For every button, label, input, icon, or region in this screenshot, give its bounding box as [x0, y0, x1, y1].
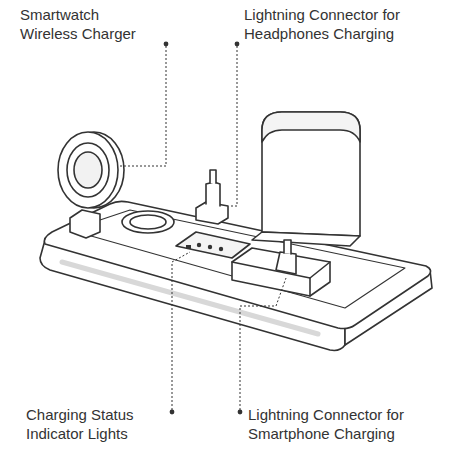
leader-dot	[170, 410, 175, 415]
leader-dots	[164, 42, 243, 415]
indicator-light	[197, 243, 201, 247]
watch-disc-center	[74, 152, 102, 188]
watch-recess	[122, 211, 174, 233]
leader-dot	[164, 42, 169, 47]
leader-dot	[235, 42, 240, 47]
indicator-light	[208, 245, 212, 249]
callout-label-box: Lightning Connector for Headphones Charg…	[244, 6, 466, 44]
callout-label-box: Charging Status Indicator Lights	[26, 406, 166, 444]
watch-recess-inner	[130, 215, 166, 229]
indicator-icon	[186, 245, 191, 249]
callout-label: Lightning Connector for Smartphone Charg…	[248, 406, 468, 444]
phone-connector-post	[276, 252, 296, 274]
callout-label: Charging Status Indicator Lights	[26, 406, 166, 444]
indicator-light	[219, 247, 223, 251]
callout-label-box: Smartwatch Wireless Charger	[20, 6, 160, 44]
leader-dot	[238, 410, 243, 415]
headphone-connector-post	[206, 182, 220, 206]
watch-disc-inner	[67, 143, 109, 197]
leader-line	[230, 46, 237, 206]
leader-line	[240, 278, 286, 410]
leader-line	[172, 252, 190, 410]
leader-lines	[120, 46, 286, 410]
callout-label: Lightning Connector for Headphones Charg…	[244, 6, 466, 44]
headphone-connector-base	[196, 202, 228, 224]
callout-label-box: Lightning Connector for Smartphone Charg…	[248, 406, 468, 444]
phone-stand-top	[262, 112, 360, 142]
watch-pillar	[70, 210, 100, 238]
leader-line	[120, 46, 166, 166]
phone-stand-back	[262, 112, 360, 236]
phone-cradle-corner	[309, 278, 311, 296]
headphone-lightning-plug	[210, 170, 216, 183]
phone-stand-foot	[252, 232, 360, 246]
phone-lightning-plug	[284, 240, 291, 254]
phone-cradle	[232, 248, 330, 296]
callout-label: Smartwatch Wireless Charger	[20, 6, 160, 44]
watch-disc	[58, 132, 118, 208]
